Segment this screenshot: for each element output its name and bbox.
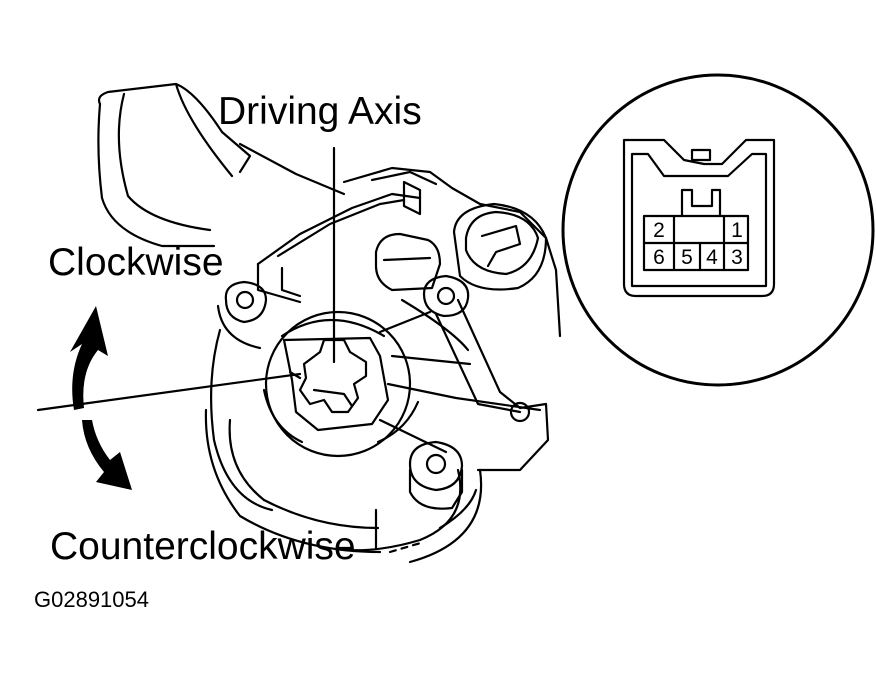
rotation-arrow bbox=[70, 306, 132, 490]
connector-pin-6: 6 bbox=[653, 246, 665, 269]
connector-pin-2: 2 bbox=[653, 219, 665, 242]
connector-pin-3: 3 bbox=[731, 246, 743, 269]
connector-pin-1: 1 bbox=[731, 219, 743, 242]
motor-housing bbox=[204, 166, 562, 564]
figure-id-label: G02891054 bbox=[34, 587, 149, 612]
connector-pin-4: 4 bbox=[706, 246, 718, 269]
connector-pin-5: 5 bbox=[681, 246, 693, 269]
motor-barrel bbox=[97, 82, 346, 248]
driving-axis-label: Driving Axis bbox=[218, 90, 422, 133]
counterclockwise-label: Counterclockwise bbox=[50, 525, 356, 568]
clockwise-label: Clockwise bbox=[48, 241, 224, 284]
connector-view bbox=[561, 73, 875, 387]
